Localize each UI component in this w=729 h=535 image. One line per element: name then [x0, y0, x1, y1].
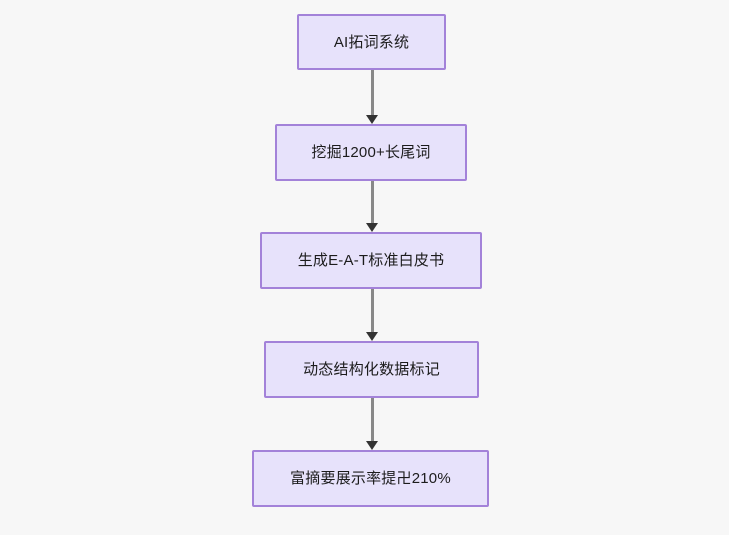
- connector-line: [371, 70, 374, 116]
- flow-node-label: 挖掘1200+长尾词: [311, 144, 431, 161]
- flow-node-label: AI拓词系统: [333, 33, 410, 51]
- flow-node-label: 生成E-A-T标准白皮书: [297, 252, 445, 269]
- connector-line: [371, 181, 374, 224]
- flow-node-label: 动态结构化数据标记: [303, 361, 440, 378]
- arrowhead-icon: [366, 115, 378, 124]
- arrowhead-icon: [366, 223, 378, 232]
- flow-node-generate-eat-whitepaper[interactable]: 生成E-A-T标准白皮书: [260, 232, 482, 289]
- connector-line: [371, 398, 374, 442]
- connector-line: [371, 289, 374, 333]
- flow-node-rich-snippet-impression-uplift[interactable]: 富摘要展示率提卍210%: [252, 450, 489, 507]
- flow-node-ai-keyword-system[interactable]: AI拓词系统: [297, 14, 446, 70]
- flow-node-label: 富摘要展示率提卍210%: [290, 470, 451, 487]
- flow-node-mine-longtail-keywords[interactable]: 挖掘1200+长尾词: [275, 124, 467, 181]
- arrowhead-icon: [366, 441, 378, 450]
- arrowhead-icon: [366, 332, 378, 341]
- flow-node-dynamic-structured-data-markup[interactable]: 动态结构化数据标记: [264, 341, 479, 398]
